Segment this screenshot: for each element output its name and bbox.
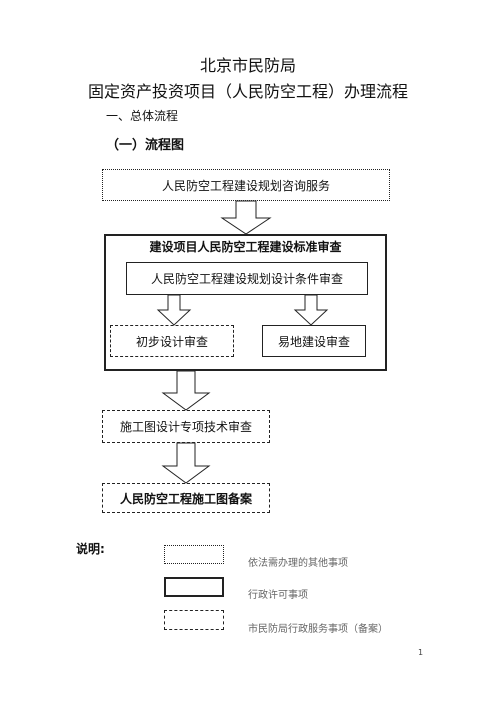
arrow-down-1	[220, 200, 272, 235]
arrow-down-4	[161, 370, 211, 411]
legend-swatch-solid	[164, 577, 224, 597]
consulting-label: 人民防空工程建设规划咨询服务	[161, 178, 330, 193]
arrow-down-3	[293, 294, 329, 326]
legend-label-other: 依法需办理的其他事项	[248, 558, 348, 569]
planning-review-label: 人民防空工程建设规划设计条件审查	[150, 272, 343, 286]
planning-review-box: 人民防空工程建设规划设计条件审查	[126, 262, 368, 295]
standard-review-group	[104, 234, 387, 371]
page-subtitle: 固定资产投资项目（人民防空工程）办理流程	[87, 82, 408, 101]
relocation-review-label: 易地建设审查	[277, 334, 350, 349]
page-number: 1	[418, 648, 424, 657]
arrow-down-5	[161, 442, 211, 484]
filing-label: 人民防空工程施工图备案	[119, 491, 252, 506]
section-heading: 一、总体流程	[106, 109, 179, 123]
legend-title: 说明:	[76, 542, 105, 556]
preliminary-design-label: 初步设计审查	[135, 334, 208, 349]
legend-swatch-dashdot	[164, 610, 224, 630]
filing-box: 人民防空工程施工图备案	[102, 483, 270, 513]
construction-review-box: 施工图设计专项技术审查	[102, 410, 270, 443]
group-title: 建设项目人民防空工程建设标准审查	[149, 240, 342, 254]
preliminary-design-box: 初步设计审查	[110, 325, 234, 357]
consulting-box: 人民防空工程建设规划咨询服务	[102, 169, 390, 201]
legend-label-service: 市民防局行政服务事项（备案）	[248, 624, 388, 635]
construction-review-label: 施工图设计专项技术审查	[119, 420, 252, 434]
legend-swatch-dotted	[164, 545, 224, 564]
relocation-review-box: 易地建设审查	[262, 325, 366, 357]
legend-label-license: 行政许可事项	[248, 590, 308, 601]
arrow-down-2	[156, 294, 192, 326]
subsection-heading: （一）流程图	[106, 138, 185, 153]
page-title: 北京市民防局	[199, 56, 296, 75]
